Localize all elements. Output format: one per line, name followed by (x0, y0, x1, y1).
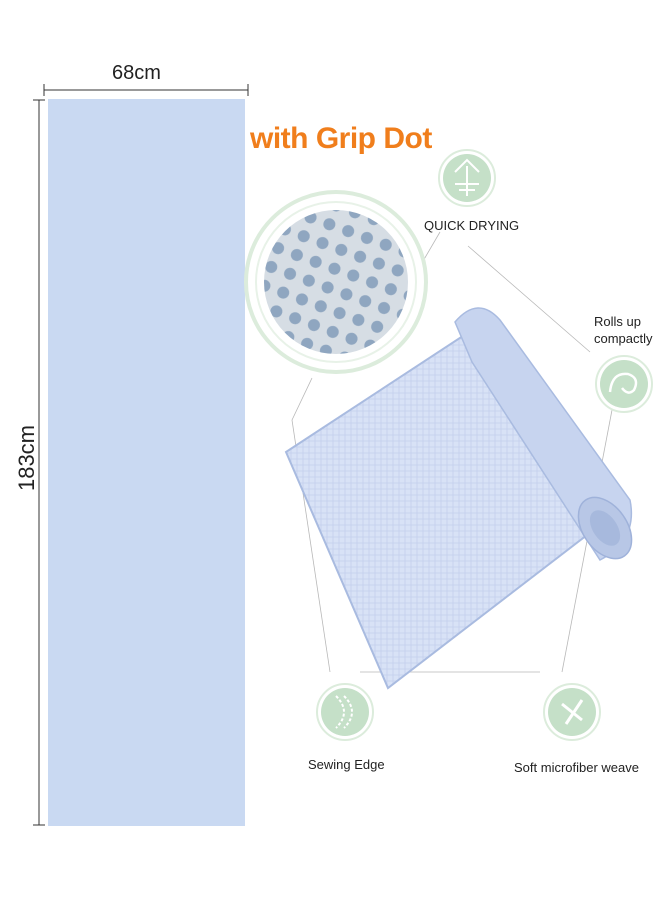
sewing-edge-icon (316, 683, 374, 741)
rolls-up-label-line2: compactly (594, 331, 653, 346)
width-dimension-line (43, 84, 249, 96)
rolls-up-icon (595, 355, 653, 413)
soft-microfiber-icon (543, 683, 601, 741)
rolls-up-label-line1: Rolls up (594, 314, 641, 329)
soft-microfiber-label: Soft microfiber weave (514, 760, 639, 775)
quick-drying-icon (438, 149, 496, 207)
headline: with Grip Dot (250, 122, 432, 155)
height-dimension-line (33, 99, 45, 826)
towel-flat-view (48, 99, 245, 826)
width-label: 68cm (112, 62, 161, 84)
rolled-towel (284, 307, 633, 690)
quick-drying-label: QUICK DRYING (424, 218, 520, 233)
rolls-up-label: Rolls up compactly (594, 313, 653, 347)
sewing-edge-label: Sewing Edge (308, 757, 385, 772)
grip-dot-zoom-circle (244, 190, 428, 374)
